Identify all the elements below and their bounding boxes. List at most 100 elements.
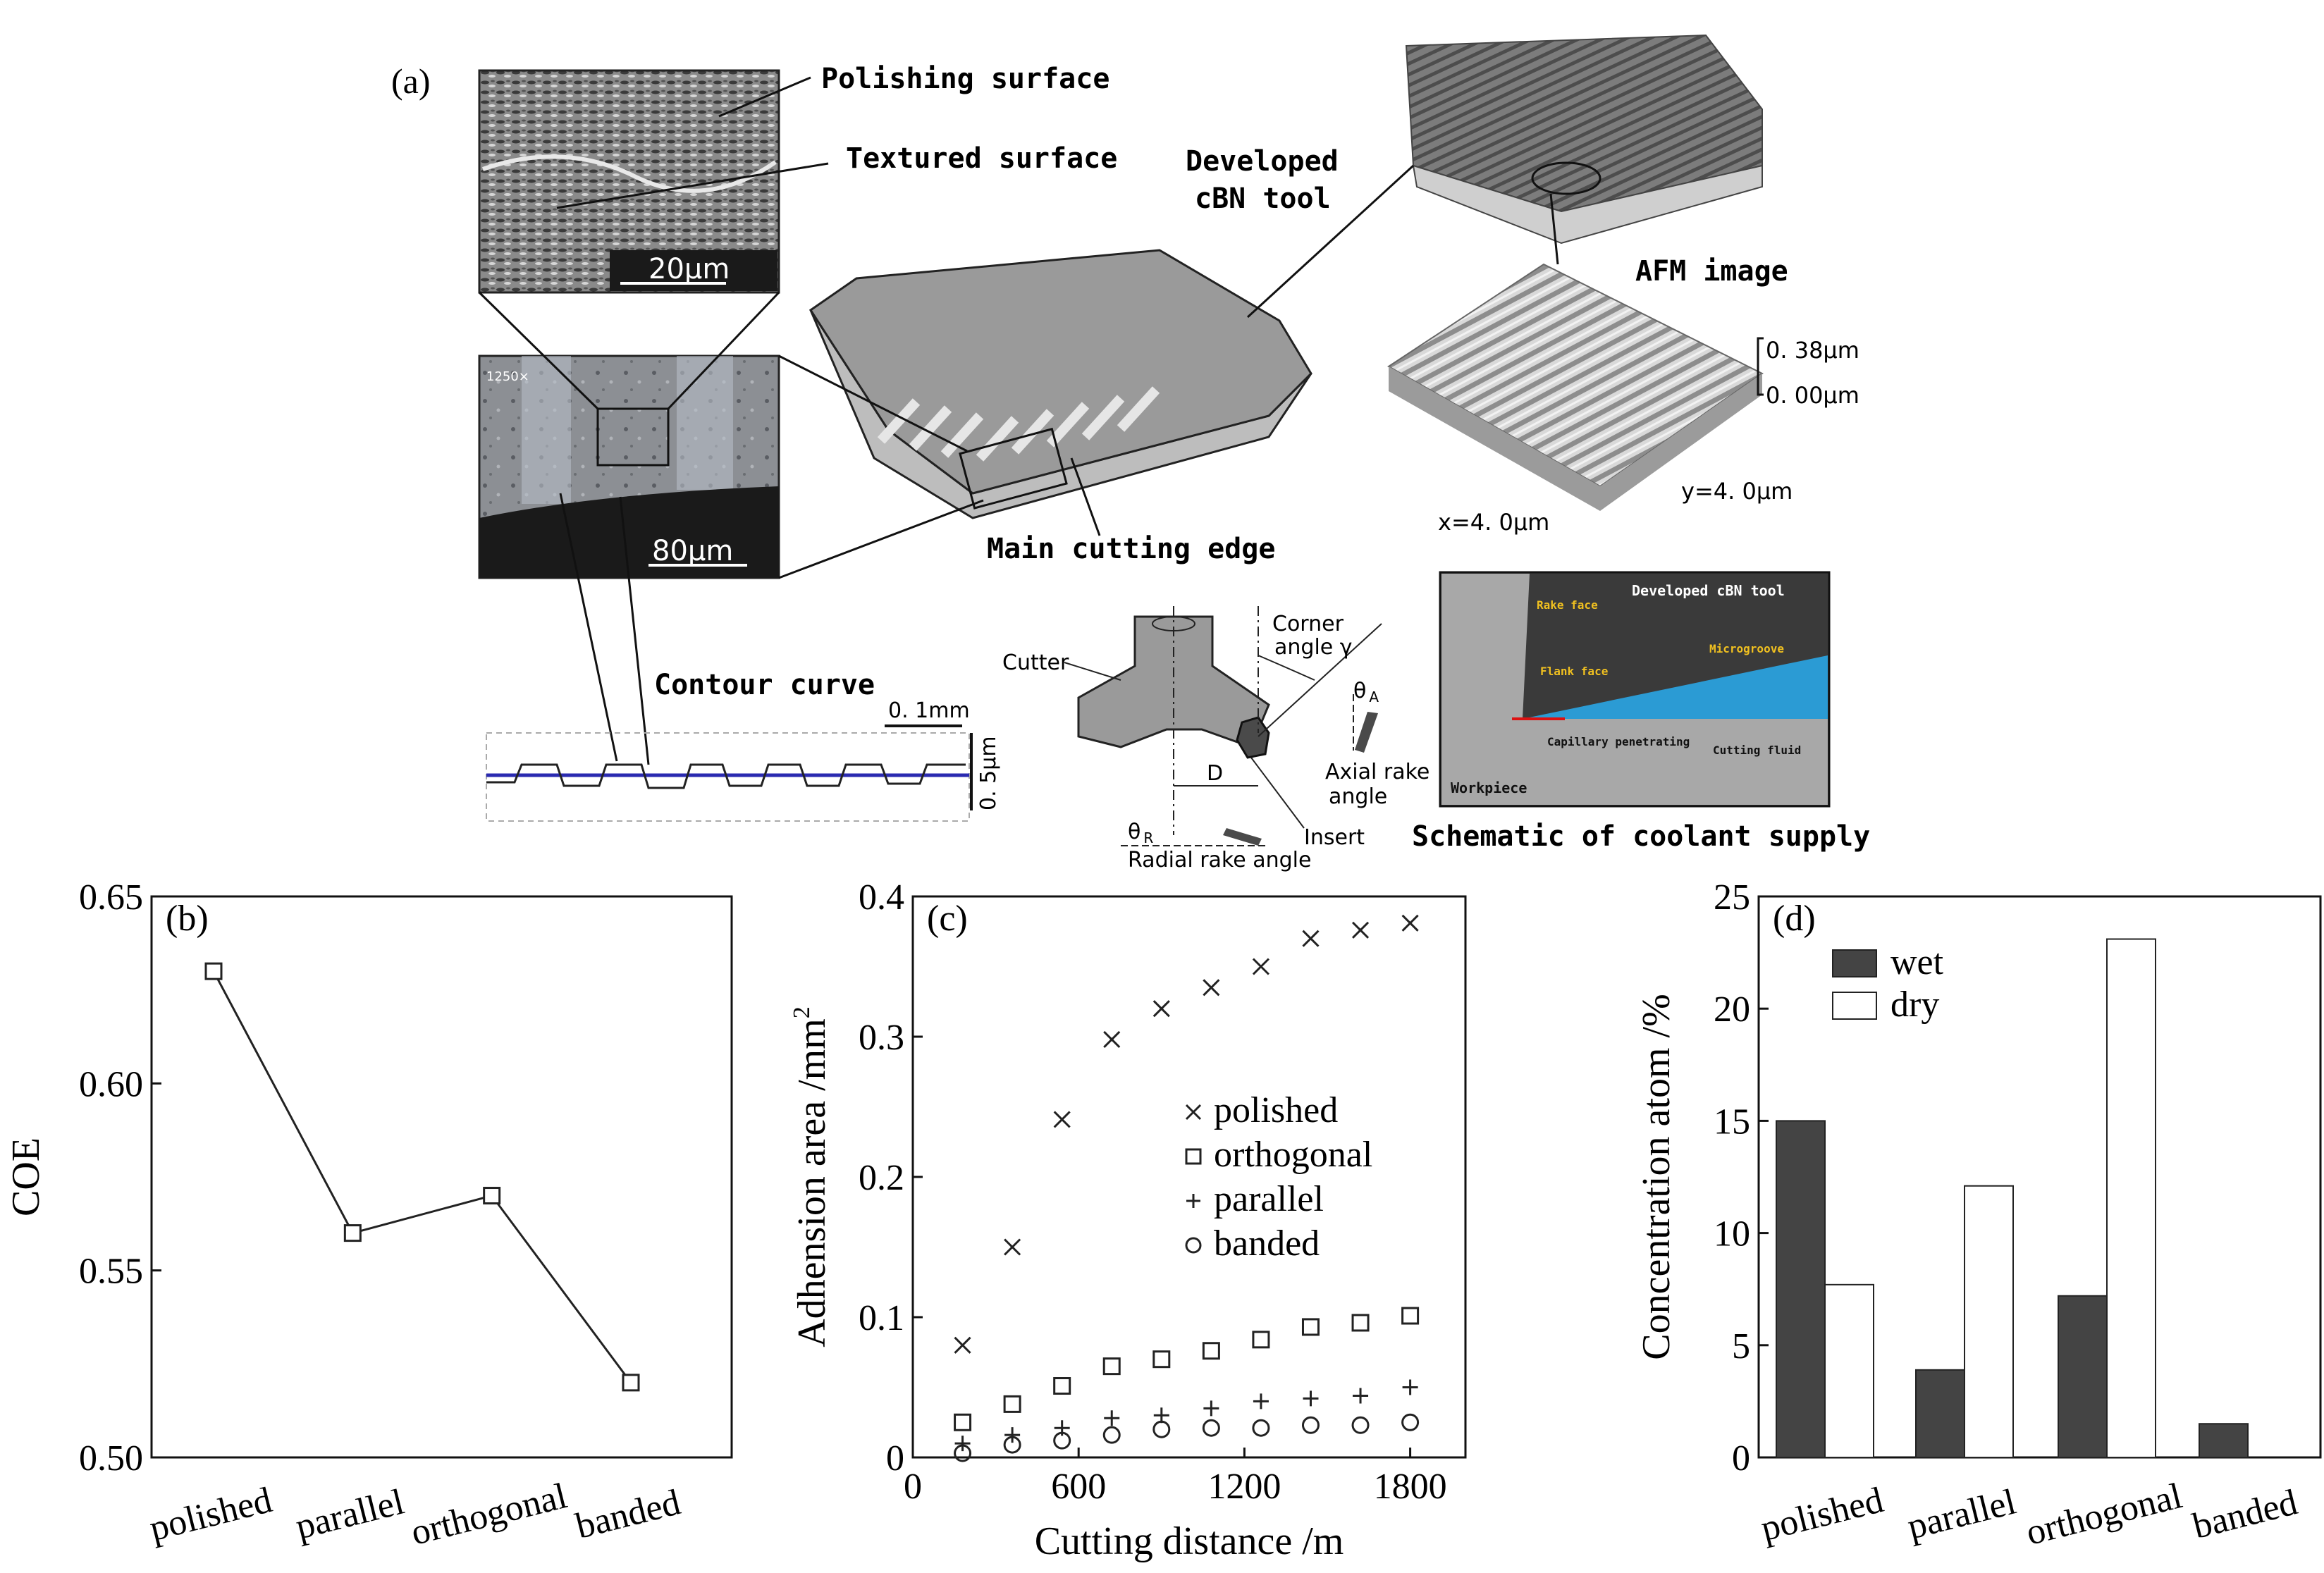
panel-b-frame [150, 895, 733, 1459]
developed-cbn-label-1: Developed [1186, 145, 1339, 178]
panel-c-legend-marker [1185, 1148, 1202, 1165]
panel-c-ytick-label: 0.1 [859, 1298, 904, 1338]
panel-c-point-parallel [1353, 1388, 1369, 1404]
panel-d-xtick-label: banded [2189, 1482, 2301, 1547]
afm-y-label: y=4. 0μm [1681, 478, 1793, 505]
panel-c-point-parallel [1004, 1427, 1021, 1443]
panel-d-ytick-label: 5 [1732, 1326, 1750, 1367]
polishing-surface-label: Polishing surface [821, 63, 1109, 95]
panel-d-bar-wet [2199, 1423, 2249, 1458]
panel-b-point [622, 1374, 640, 1392]
cutter-label: Cutter [1002, 650, 1069, 675]
panel-c-legend-label: banded [1214, 1223, 1320, 1264]
zoom-line-right [667, 291, 780, 410]
zoom-box [596, 407, 670, 467]
panel-c-point-parallel [1104, 1410, 1120, 1426]
panel-c-point-polished [1152, 1000, 1170, 1018]
schematic-title: Developed cBN tool [1632, 582, 1785, 599]
contour-link-1 [559, 493, 618, 762]
panel-b-ylabel: COE [4, 1137, 48, 1216]
panel-d-xtick-label: parallel [1903, 1481, 2019, 1547]
panel-b-point [343, 1224, 362, 1242]
panel-d-frame [1757, 895, 2322, 1459]
micro-dark-edge [479, 486, 779, 578]
micro-stripe-2 [677, 356, 733, 490]
afm-z-top: 0. 38μm [1766, 337, 1859, 364]
schematic-flank-face: Flank face [1540, 665, 1608, 678]
theta-r-subscript: R [1143, 829, 1153, 846]
contour-scale-x-label: 0. 1mm [888, 698, 970, 723]
panel-d-ytick-label: 15 [1714, 1102, 1750, 1142]
panel-c-point-polished [1053, 1111, 1071, 1128]
edge-zoom-line-1 [778, 354, 968, 452]
panel-d-legend-label: dry [1890, 985, 1939, 1025]
panel-b-point [483, 1187, 501, 1205]
pointer-textured [556, 162, 829, 209]
tool-3d-detail-ellipse [1531, 161, 1601, 195]
panel-c-ytick-label: 0.2 [859, 1158, 904, 1198]
contour-link-2 [619, 496, 650, 765]
insert-pointer [1250, 757, 1305, 829]
panel-a: (a) 20μm Polishing surface Textured surf… [391, 34, 1870, 872]
axial-rake-label-2: angle [1329, 784, 1387, 809]
panel-c-point-banded [1351, 1416, 1370, 1434]
panel-c-point-orthogonal [1301, 1318, 1320, 1336]
panel-c: (c) Adhension area /mm2 Cutting distance… [789, 877, 1467, 1563]
panel-c-point-polished [1401, 914, 1419, 932]
corner-angle-arc [1258, 655, 1315, 681]
developed-cbn-label-2: cBN tool [1195, 183, 1331, 215]
panel-c-frame [911, 895, 1467, 1459]
edge-zoom-line-2 [778, 499, 984, 579]
panel-c-xtick-label: 600 [1051, 1467, 1106, 1507]
panel-c-legend-label: parallel [1214, 1179, 1324, 1219]
afm-z-bracket [1757, 337, 1764, 396]
panel-c-point-orthogonal [1003, 1395, 1021, 1413]
panel-c-point-parallel [1153, 1407, 1169, 1424]
textured-stripe [482, 154, 777, 193]
cutter-insert [1236, 716, 1270, 759]
panel-c-point-polished [1351, 921, 1370, 939]
panel-b-plot [204, 962, 640, 1392]
panel-d-ytick-label: 20 [1714, 989, 1750, 1030]
tool-3d-link-1 [1246, 164, 1415, 319]
afm-label: AFM image [1635, 255, 1788, 288]
panel-c-xtick-label: 1200 [1207, 1467, 1281, 1507]
pointer-polishing [718, 76, 811, 118]
theta-r-symbol: θ [1128, 820, 1141, 844]
panel-b-label: (b) [166, 899, 209, 939]
panel-b-line [212, 970, 632, 1383]
d-label: D [1207, 761, 1223, 786]
panel-c-ytick-label: 0 [886, 1438, 904, 1479]
panel-c-point-banded [1102, 1426, 1121, 1444]
panel-b-yticks: 0.500.550.600.65 [79, 877, 161, 1479]
schematic-workpiece-label: Workpiece [1451, 779, 1527, 796]
panel-c-point-parallel [1402, 1379, 1418, 1395]
panel-a-label: (a) [391, 61, 431, 101]
afm-z-bottom: 0. 00μm [1766, 382, 1859, 409]
panel-c-point-banded [1003, 1436, 1021, 1454]
schematic-microgroove: Microgroove [1709, 642, 1784, 655]
schematic-rake-face: Rake face [1537, 598, 1598, 612]
panel-d-label: (d) [1773, 899, 1816, 939]
panel-d-bar-wet [1915, 1369, 1965, 1458]
schematic-cutting-fluid: Cutting fluid [1713, 744, 1801, 757]
panel-c-point-orthogonal [954, 1413, 972, 1431]
zoom-line-left [478, 291, 599, 410]
panel-c-yticks: 00.10.20.30.4 [859, 877, 923, 1479]
scale-bar-20-label: 20μm [648, 253, 730, 285]
panel-d-xtick-label: polished [1757, 1480, 1888, 1549]
panel-d-ylabel: Concentration atom /% [1635, 994, 1678, 1359]
panel-c-point-orthogonal [1152, 1350, 1171, 1369]
panel-b-xtick-label: orthogonal [407, 1476, 570, 1553]
panel-c-point-orthogonal [1252, 1331, 1270, 1349]
